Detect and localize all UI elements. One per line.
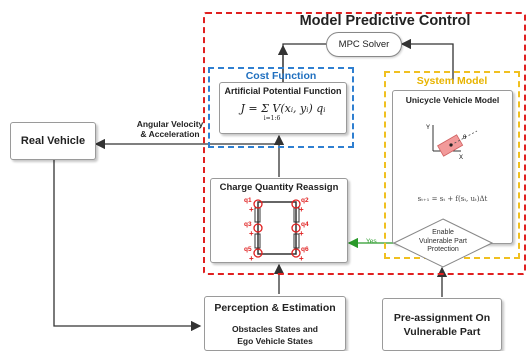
decision-line3: Protection	[427, 246, 459, 253]
control-signal-line1: Angular Velocity	[136, 119, 204, 129]
charge-q1-circle	[253, 199, 263, 209]
decision-line2: Vulnerable Part	[419, 237, 467, 245]
apf-box: Artificial Potential Function J = Σ V(xᵢ…	[219, 82, 347, 134]
perception-title: Perception & Estimation	[214, 302, 336, 314]
control-signal-line2: & Acceleration	[140, 129, 200, 139]
apf-title: Artificial Potential Function	[224, 86, 342, 96]
charge-layout: q1 q2 q3 q4 q5 q6 + + + + + +	[244, 197, 309, 263]
charge-q4-label: q4	[301, 221, 309, 228]
charge-q4-circle	[291, 223, 301, 233]
svg-text:+: +	[249, 205, 254, 214]
svg-text:+: +	[299, 205, 304, 214]
arrow-vehicle-to-perception	[53, 160, 202, 332]
charge-q1-label: q1	[244, 197, 252, 204]
arrow-system-to-solver	[400, 38, 454, 84]
vehicle-pose-illustration: Y X θ	[426, 125, 478, 161]
charge-q5-circle	[253, 248, 263, 258]
cost-function-boundary	[208, 67, 354, 148]
charge-q2-label: q2	[301, 197, 309, 204]
real-vehicle-box: Real Vehicle	[10, 122, 96, 160]
charge-q3-circle	[253, 223, 263, 233]
real-vehicle-label: Real Vehicle	[20, 135, 86, 147]
mpc-title: Model Predictive Control	[299, 13, 471, 29]
perception-box: Perception & Estimation Obstacles States…	[204, 296, 346, 351]
svg-text:+: +	[299, 229, 304, 238]
axis-x-label: X	[459, 155, 463, 161]
axis-y-label: Y	[426, 125, 430, 131]
charge-q3-label: q3	[244, 221, 252, 228]
vulnerable-protection-decision	[393, 218, 493, 268]
svg-text:+: +	[249, 254, 254, 263]
apf-sum-range: i=1:6	[263, 115, 281, 122]
mpc-boundary	[203, 12, 526, 275]
unicycle-equation: sₜ₊₁ = sₜ + f(sₜ, uₜ)Δt	[417, 195, 488, 203]
unicycle-box: Unicycle Vehicle Model Y X θ sₜ₊₁ = sₜ +…	[392, 90, 513, 244]
charge-reassign-title: Charge Quantity Reassign	[219, 182, 339, 193]
unicycle-title: Unicycle Vehicle Model	[405, 95, 500, 105]
charge-q6-circle	[291, 248, 301, 258]
svg-text:+: +	[249, 229, 254, 238]
perception-line1: Obstacles States and	[232, 324, 318, 334]
mpc-solver-label: MPC Solver	[338, 39, 390, 50]
system-model-title: System Model	[416, 75, 488, 87]
perception-line2: Ego Vehicle States	[237, 336, 313, 346]
preassign-line1: Pre-assignment On	[393, 312, 491, 324]
cost-function-title: Cost Function	[245, 70, 317, 82]
charge-reassign-box: Charge Quantity Reassign	[210, 178, 348, 263]
charge-q2-circle	[291, 199, 301, 209]
svg-text:+: +	[299, 254, 304, 263]
preassign-line2: Vulnerable Part	[403, 326, 481, 338]
decision-line1: Enable	[432, 229, 454, 236]
decision-text: Enable Vulnerable Part Protection	[403, 229, 483, 255]
axis-theta-label: θ	[463, 135, 467, 141]
apf-equation: J = Σ V(xᵢ, yᵢ) qᵢ	[240, 102, 326, 115]
mpc-solver: MPC Solver	[326, 32, 402, 57]
decision-yes-label: Yes	[366, 238, 377, 245]
charge-q6-label: q6	[301, 246, 309, 253]
control-signal-label: Angular Velocity & Acceleration	[120, 119, 220, 139]
preassign-box: Pre-assignment On Vulnerable Part	[382, 298, 502, 351]
charge-q5-label: q5	[244, 246, 252, 253]
